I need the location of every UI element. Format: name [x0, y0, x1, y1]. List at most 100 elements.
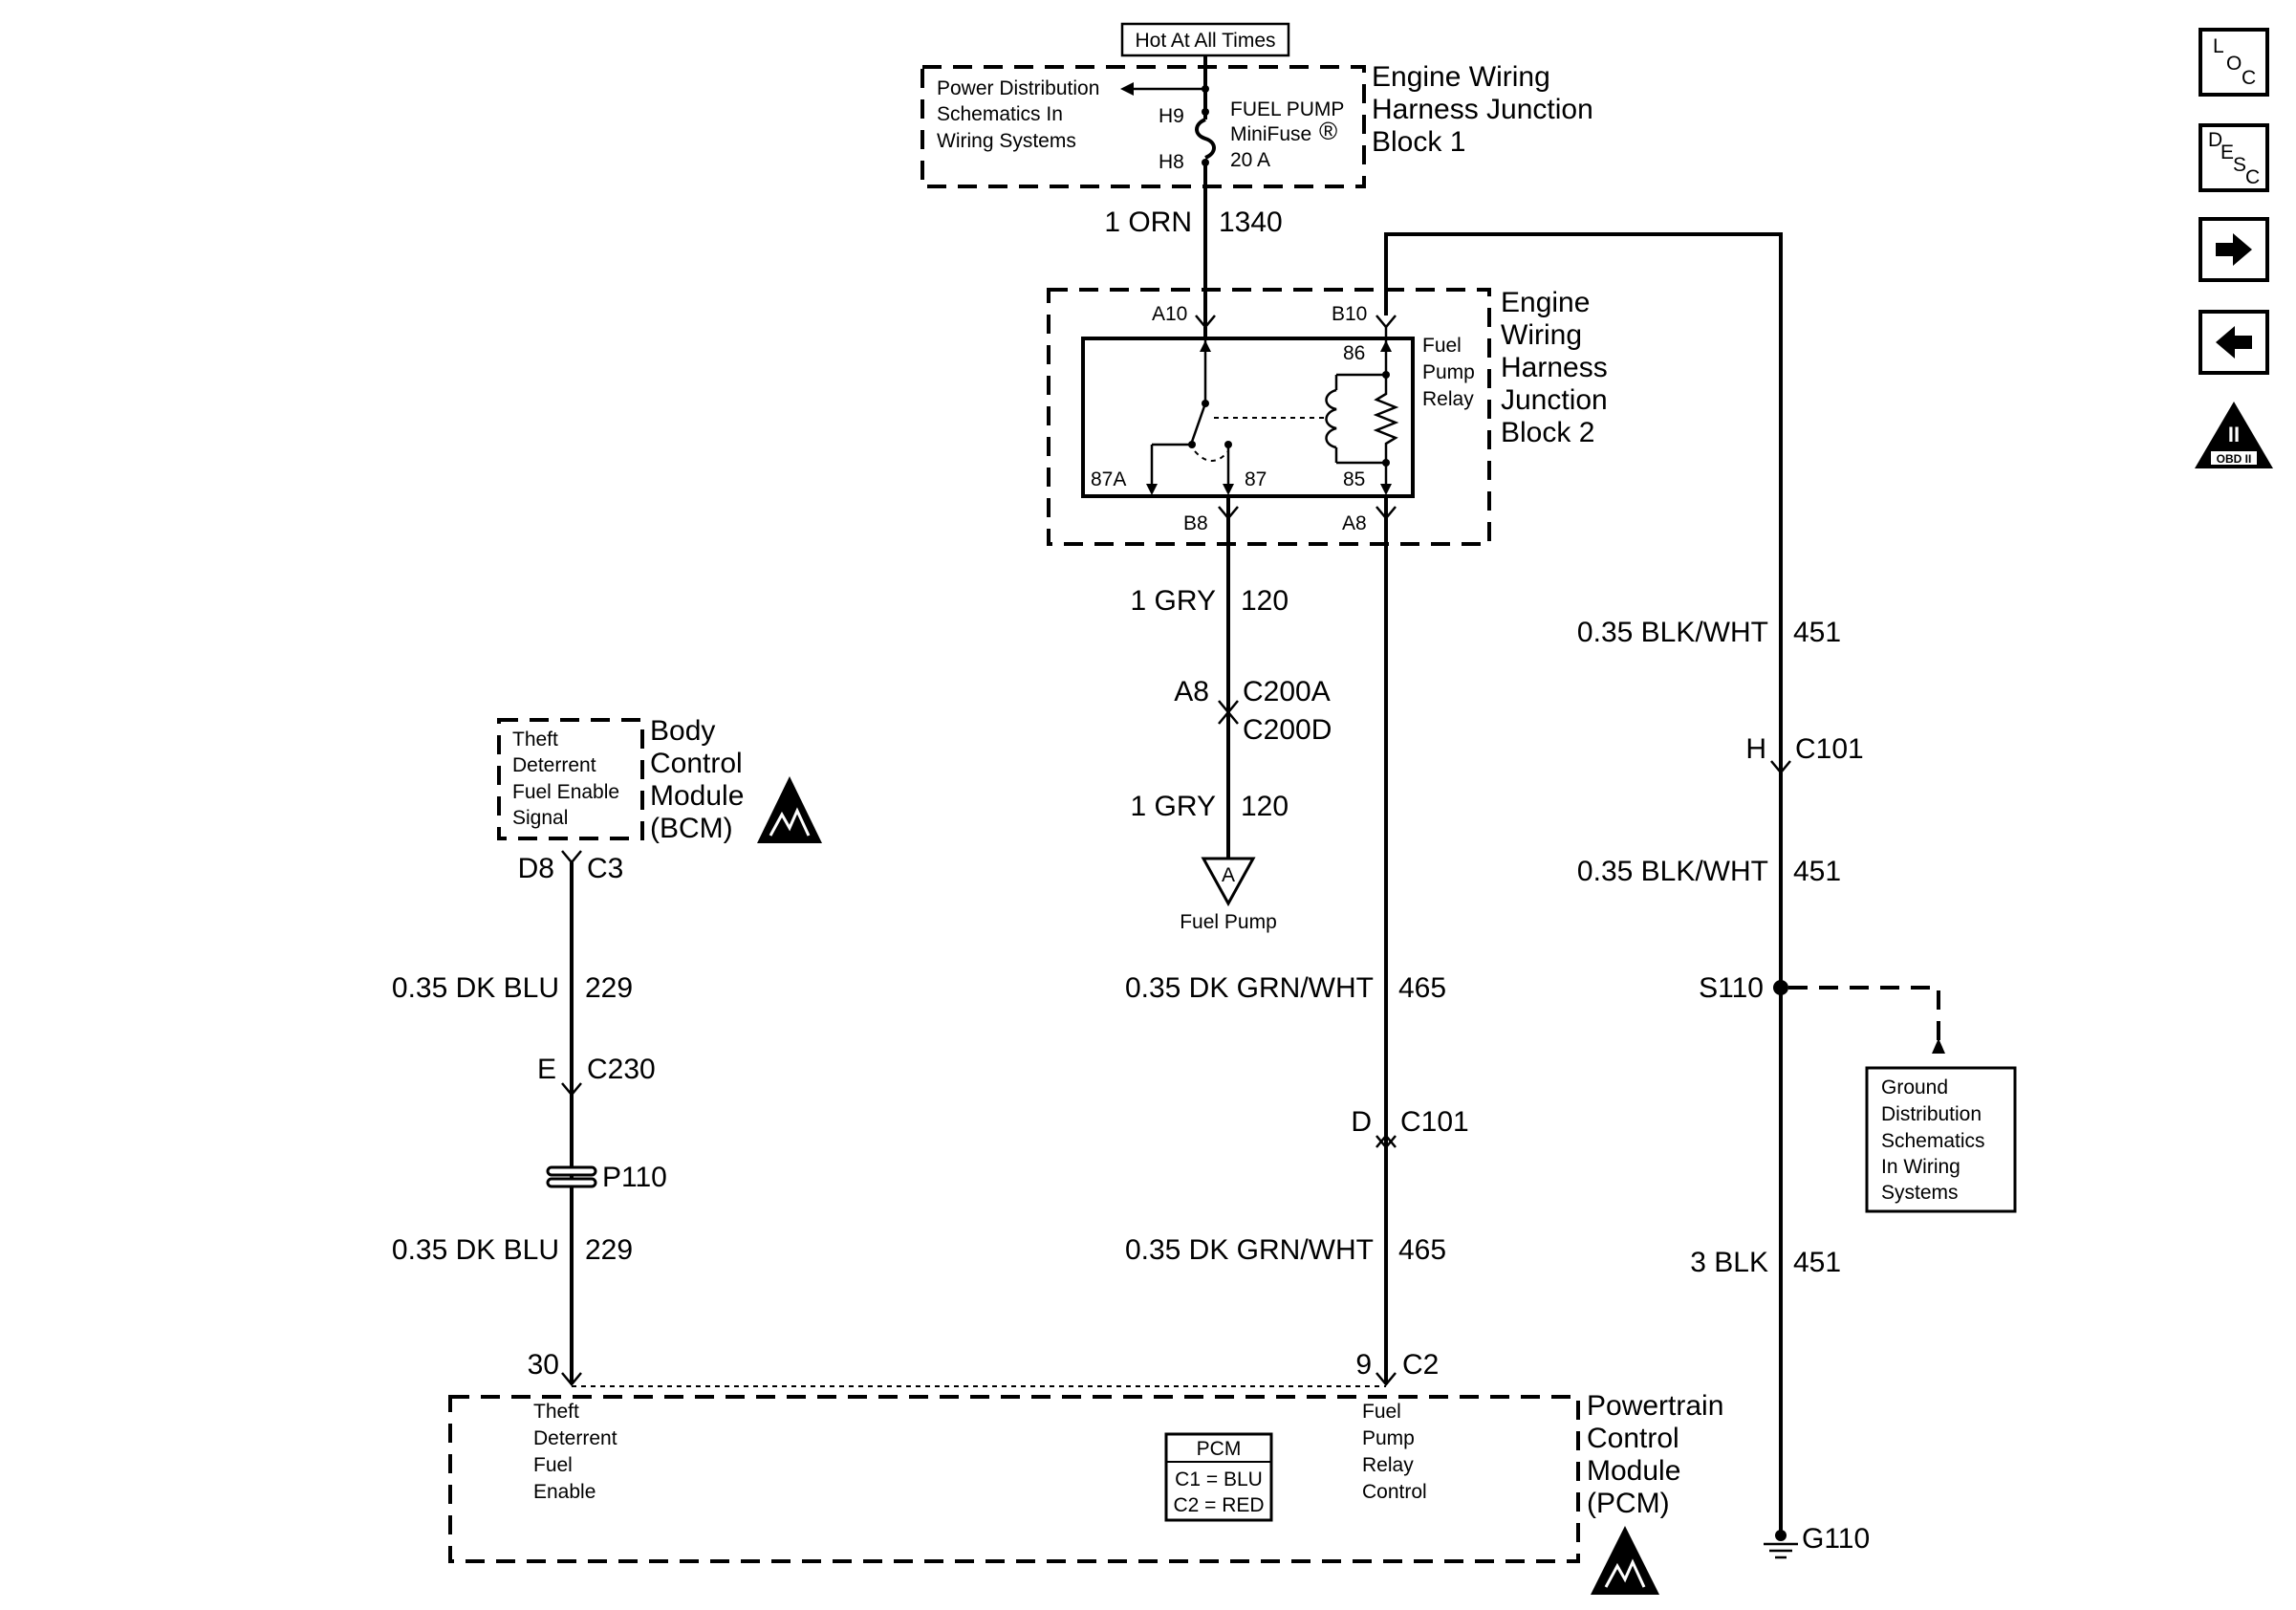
relay-terminal-87a: 87A: [1091, 468, 1126, 490]
relay-terminal-85: 85: [1343, 468, 1365, 490]
junction-block-2-name-line5: Block 2: [1501, 417, 1594, 448]
wire-grn-upper-circuit: 465: [1398, 972, 1446, 1004]
desc-letter-s: S: [2233, 154, 2246, 176]
relay-resistor: [1373, 375, 1399, 463]
wire-blu-upper-circuit: 229: [585, 972, 633, 1004]
desc-letter-c: C: [2245, 166, 2260, 188]
pcm-left-func-line1: Theft: [533, 1401, 579, 1423]
relay-terminal-87: 87: [1245, 468, 1267, 490]
pcm-legend-title: PCM: [1197, 1438, 1242, 1460]
pcm-connector-legend: [1164, 1432, 1273, 1522]
fuse-symbol: [1195, 118, 1216, 160]
wire-blk-circuit: 451: [1793, 1247, 1841, 1278]
junction-block-1-outline: [921, 65, 1366, 188]
connector-c230-chevron: [561, 1082, 582, 1097]
bcm-signal-line4: Signal: [512, 807, 568, 829]
power-distribution-ref-line3: Wiring Systems: [937, 130, 1076, 152]
relay-switch-arm: [1190, 402, 1207, 443]
obd-ii-button[interactable]: II OBD II: [2195, 402, 2273, 468]
pass-through-p110-label: P110: [602, 1162, 667, 1193]
bcm-pin-d8: D8: [518, 853, 554, 884]
wire-blu-lower-circuit: 229: [585, 1234, 633, 1266]
pcm-esd-warning-icon: [1591, 1526, 1659, 1595]
pcm-pin-30: 30: [528, 1349, 559, 1381]
pcm-right-func-line3: Relay: [1362, 1454, 1414, 1476]
previous-page-button[interactable]: [2199, 310, 2269, 375]
wire-orn-gauge: 1 ORN: [1104, 207, 1192, 238]
fuse-pin-h8: H8: [1159, 151, 1184, 173]
fuel-pump-relay-box: [1081, 337, 1415, 498]
fuel-pump-reference-triangle[interactable]: [1201, 857, 1256, 907]
pcm-legend-c2: C2 = RED: [1173, 1494, 1264, 1516]
wire-grn-lower-gauge: 0.35 DK GRN/WHT: [1125, 1234, 1374, 1266]
wire-blk-gauge: 3 BLK: [1690, 1247, 1768, 1278]
fuse-name: FUEL PUMP: [1230, 98, 1344, 120]
wire-blu-lower-gauge: 0.35 DK BLU: [392, 1234, 559, 1266]
wire-blk-wht-451: [1384, 232, 1783, 1535]
power-distribution-ref-line2: Schematics In: [937, 103, 1063, 125]
obd-ii-mark: II: [2228, 423, 2240, 446]
pcm-name-line2: Control: [1587, 1423, 1679, 1454]
bcm-name-line1: Body: [650, 715, 715, 747]
relay-name-line2: Pump: [1422, 361, 1475, 383]
bcm-signal-box: [497, 718, 644, 840]
connector-c101-h-name: C101: [1795, 733, 1864, 765]
description-button[interactable]: D E S C: [2199, 123, 2269, 192]
jb2-pin-b10: B10: [1332, 303, 1367, 325]
connector-c101-h-pin: H: [1745, 733, 1766, 765]
relay-name-line3: Relay: [1422, 388, 1474, 410]
connector-c200d: C200D: [1243, 714, 1332, 746]
ground-ref-line3: Schematics: [1881, 1130, 1985, 1152]
connector-c101-d-pin: D: [1351, 1106, 1372, 1138]
relay-name-line1: Fuel: [1422, 335, 1462, 357]
connector-c101-h-chevron: [1770, 760, 1791, 774]
jb2-pin-b8: B8: [1183, 512, 1208, 534]
bcm-name-line3: Module: [650, 780, 744, 812]
pcm-pin-9: 9: [1355, 1349, 1372, 1381]
connector-c200-pin: A8: [1174, 676, 1209, 707]
hot-at-all-times-label: Hot At All Times: [1135, 30, 1275, 52]
relay-terminal-86: 86: [1343, 342, 1365, 364]
wire-blu-upper-gauge: 0.35 DK BLU: [392, 972, 559, 1004]
pcm-right-func-line4: Control: [1362, 1481, 1427, 1503]
bcm-connector-c3: C3: [587, 853, 623, 884]
bcm-signal-line1: Theft: [512, 729, 558, 751]
junction-block-1-name-line2: Harness Junction: [1372, 94, 1593, 125]
junction-block-2-name-line4: Junction: [1501, 384, 1608, 416]
pcm-right-func-line2: Pump: [1362, 1427, 1415, 1449]
pcm-name-line1: Powertrain: [1587, 1390, 1723, 1422]
ground-ref-arrow: [1932, 1038, 1945, 1054]
bcm-connector-chevron: [561, 850, 582, 864]
wire-gry-lower-gauge: 1 GRY: [1131, 791, 1217, 822]
ground-distribution-ref-box[interactable]: [1865, 1066, 2017, 1213]
pcm-name-line4: (PCM): [1587, 1488, 1670, 1519]
wire-bw-upper-gauge: 0.35 BLK/WHT: [1577, 617, 1768, 648]
fuel-pump-reference-letter: A: [1222, 864, 1235, 886]
pcm-left-func-line3: Fuel: [533, 1454, 573, 1476]
arrow-right-icon: [2216, 233, 2252, 266]
jb2-pin-a10: A10: [1152, 303, 1187, 325]
wire-gry-lower-circuit: 120: [1241, 791, 1289, 822]
junction-block-2-outline: [1047, 288, 1491, 546]
wire-gry-upper-gauge: 1 GRY: [1131, 585, 1217, 617]
connector-b10-chevron: [1375, 315, 1397, 329]
pcm-legend-c1: C1 = BLU: [1175, 1469, 1263, 1490]
connector-c200-chevron-up: [1218, 710, 1239, 725]
jb2-pin-a8: A8: [1342, 512, 1367, 534]
wire-grn-lower-circuit: 465: [1398, 1234, 1446, 1266]
fuel-pump-label: Fuel Pump: [1180, 911, 1277, 933]
ground-g110-label: G110: [1802, 1523, 1870, 1555]
wire-gry-upper-circuit: 120: [1241, 585, 1289, 617]
wire-orn-circuit: 1340: [1219, 207, 1283, 238]
junction-block-2-name-line2: Wiring: [1501, 319, 1582, 351]
wire-bw-lower-circuit: 451: [1793, 856, 1841, 887]
next-page-button[interactable]: [2199, 217, 2269, 282]
fuse-rating: 20 A: [1230, 149, 1270, 171]
splice-s110-label: S110: [1699, 972, 1764, 1004]
location-button[interactable]: L O C: [2199, 28, 2269, 97]
pcm-left-func-line4: Enable: [533, 1481, 596, 1503]
arrow-left-icon: [2216, 326, 2252, 359]
loc-letter-o: O: [2226, 53, 2242, 75]
connector-c230-pin: E: [537, 1054, 556, 1085]
